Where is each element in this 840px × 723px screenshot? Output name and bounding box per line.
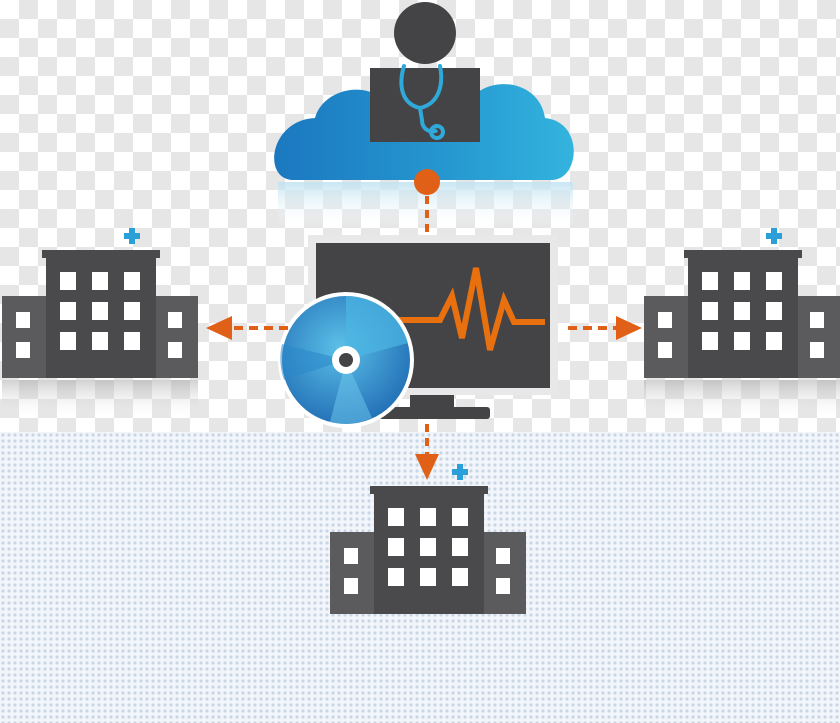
medical-cross-icon — [124, 228, 140, 244]
window — [16, 312, 30, 328]
window — [344, 578, 358, 594]
window — [420, 508, 436, 526]
window — [124, 302, 140, 320]
window — [168, 312, 182, 328]
doctor-icon — [370, 2, 480, 142]
window — [388, 538, 404, 556]
window — [92, 272, 108, 290]
window — [16, 342, 30, 358]
window — [60, 272, 76, 290]
window — [702, 272, 718, 290]
window — [452, 508, 468, 526]
window — [60, 302, 76, 320]
hospital-bottom — [330, 464, 526, 614]
hospital-icon — [644, 228, 840, 378]
window — [766, 272, 782, 290]
window — [92, 302, 108, 320]
arrow-down — [415, 424, 439, 480]
hospital-reflection — [2, 380, 198, 420]
hospital-left — [2, 228, 198, 420]
hospital-icon — [330, 464, 526, 614]
disc-icon — [278, 292, 414, 428]
window — [124, 332, 140, 350]
window — [658, 312, 672, 328]
window — [60, 332, 76, 350]
hospital-right — [644, 228, 840, 420]
window — [496, 548, 510, 564]
stethoscope-icon — [399, 64, 445, 140]
medical-cross-icon — [766, 228, 782, 244]
window — [92, 332, 108, 350]
window — [168, 342, 182, 358]
cloud-connector — [414, 169, 440, 236]
window — [344, 548, 358, 564]
window — [452, 538, 468, 556]
window — [734, 302, 750, 320]
window — [452, 568, 468, 586]
window — [658, 342, 672, 358]
window — [734, 272, 750, 290]
window — [734, 332, 750, 350]
waveform-icon — [330, 267, 545, 351]
window — [766, 302, 782, 320]
arrow-right — [568, 316, 642, 340]
window — [420, 568, 436, 586]
window — [420, 538, 436, 556]
window — [702, 302, 718, 320]
hospital-icon — [2, 228, 198, 378]
window — [810, 312, 824, 328]
window — [702, 332, 718, 350]
window — [124, 272, 140, 290]
window — [766, 332, 782, 350]
medical-cross-icon — [452, 464, 468, 480]
window — [810, 342, 824, 358]
window — [388, 508, 404, 526]
hospital-reflection — [644, 380, 840, 420]
window — [388, 568, 404, 586]
window — [496, 578, 510, 594]
arrow-left — [206, 316, 288, 340]
